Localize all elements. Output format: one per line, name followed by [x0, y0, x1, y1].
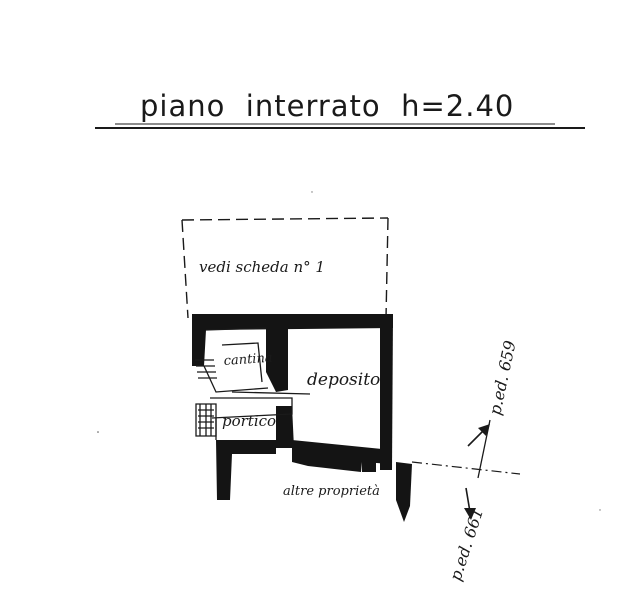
- property-boundary: [411, 461, 521, 475]
- dashed-left-edge: [181, 219, 189, 319]
- wall-right-bottom: [396, 462, 412, 522]
- upper-area: vedi scheda n° 1: [181, 217, 389, 319]
- wall-right: [380, 314, 393, 470]
- label-deposito: deposito: [307, 370, 380, 390]
- stairs-icon: [195, 359, 217, 437]
- dashed-top-edge: [181, 217, 389, 221]
- ped-659-group: p.ed. 659: [467, 339, 520, 447]
- plan-title: piano interrato h=2.40: [140, 89, 514, 123]
- wall-pillar: [362, 455, 376, 472]
- dashed-right-edge: [385, 217, 389, 319]
- wall-middle-lower: [276, 406, 294, 448]
- arrow-up-right-icon: [467, 424, 490, 447]
- label-cantina: cantina: [223, 351, 273, 369]
- arrow-down-icon: [464, 487, 476, 520]
- wall-middle-upper: [266, 318, 288, 392]
- label-ped-659: p.ed. 659: [485, 339, 519, 417]
- wall-bottom: [292, 440, 392, 472]
- walls: [192, 314, 412, 522]
- label-portico: portico: [222, 412, 276, 430]
- label-altre-proprieta: altre proprietà: [283, 484, 380, 499]
- wall-top: [192, 314, 393, 366]
- title-block: piano interrato h=2.40: [95, 89, 585, 129]
- wall-left-lower: [216, 440, 276, 500]
- label-vedi-scheda: vedi scheda n° 1: [199, 258, 325, 276]
- label-ped-661: p.ed. 661: [446, 505, 487, 583]
- ped-661-group: p.ed. 661: [446, 487, 487, 583]
